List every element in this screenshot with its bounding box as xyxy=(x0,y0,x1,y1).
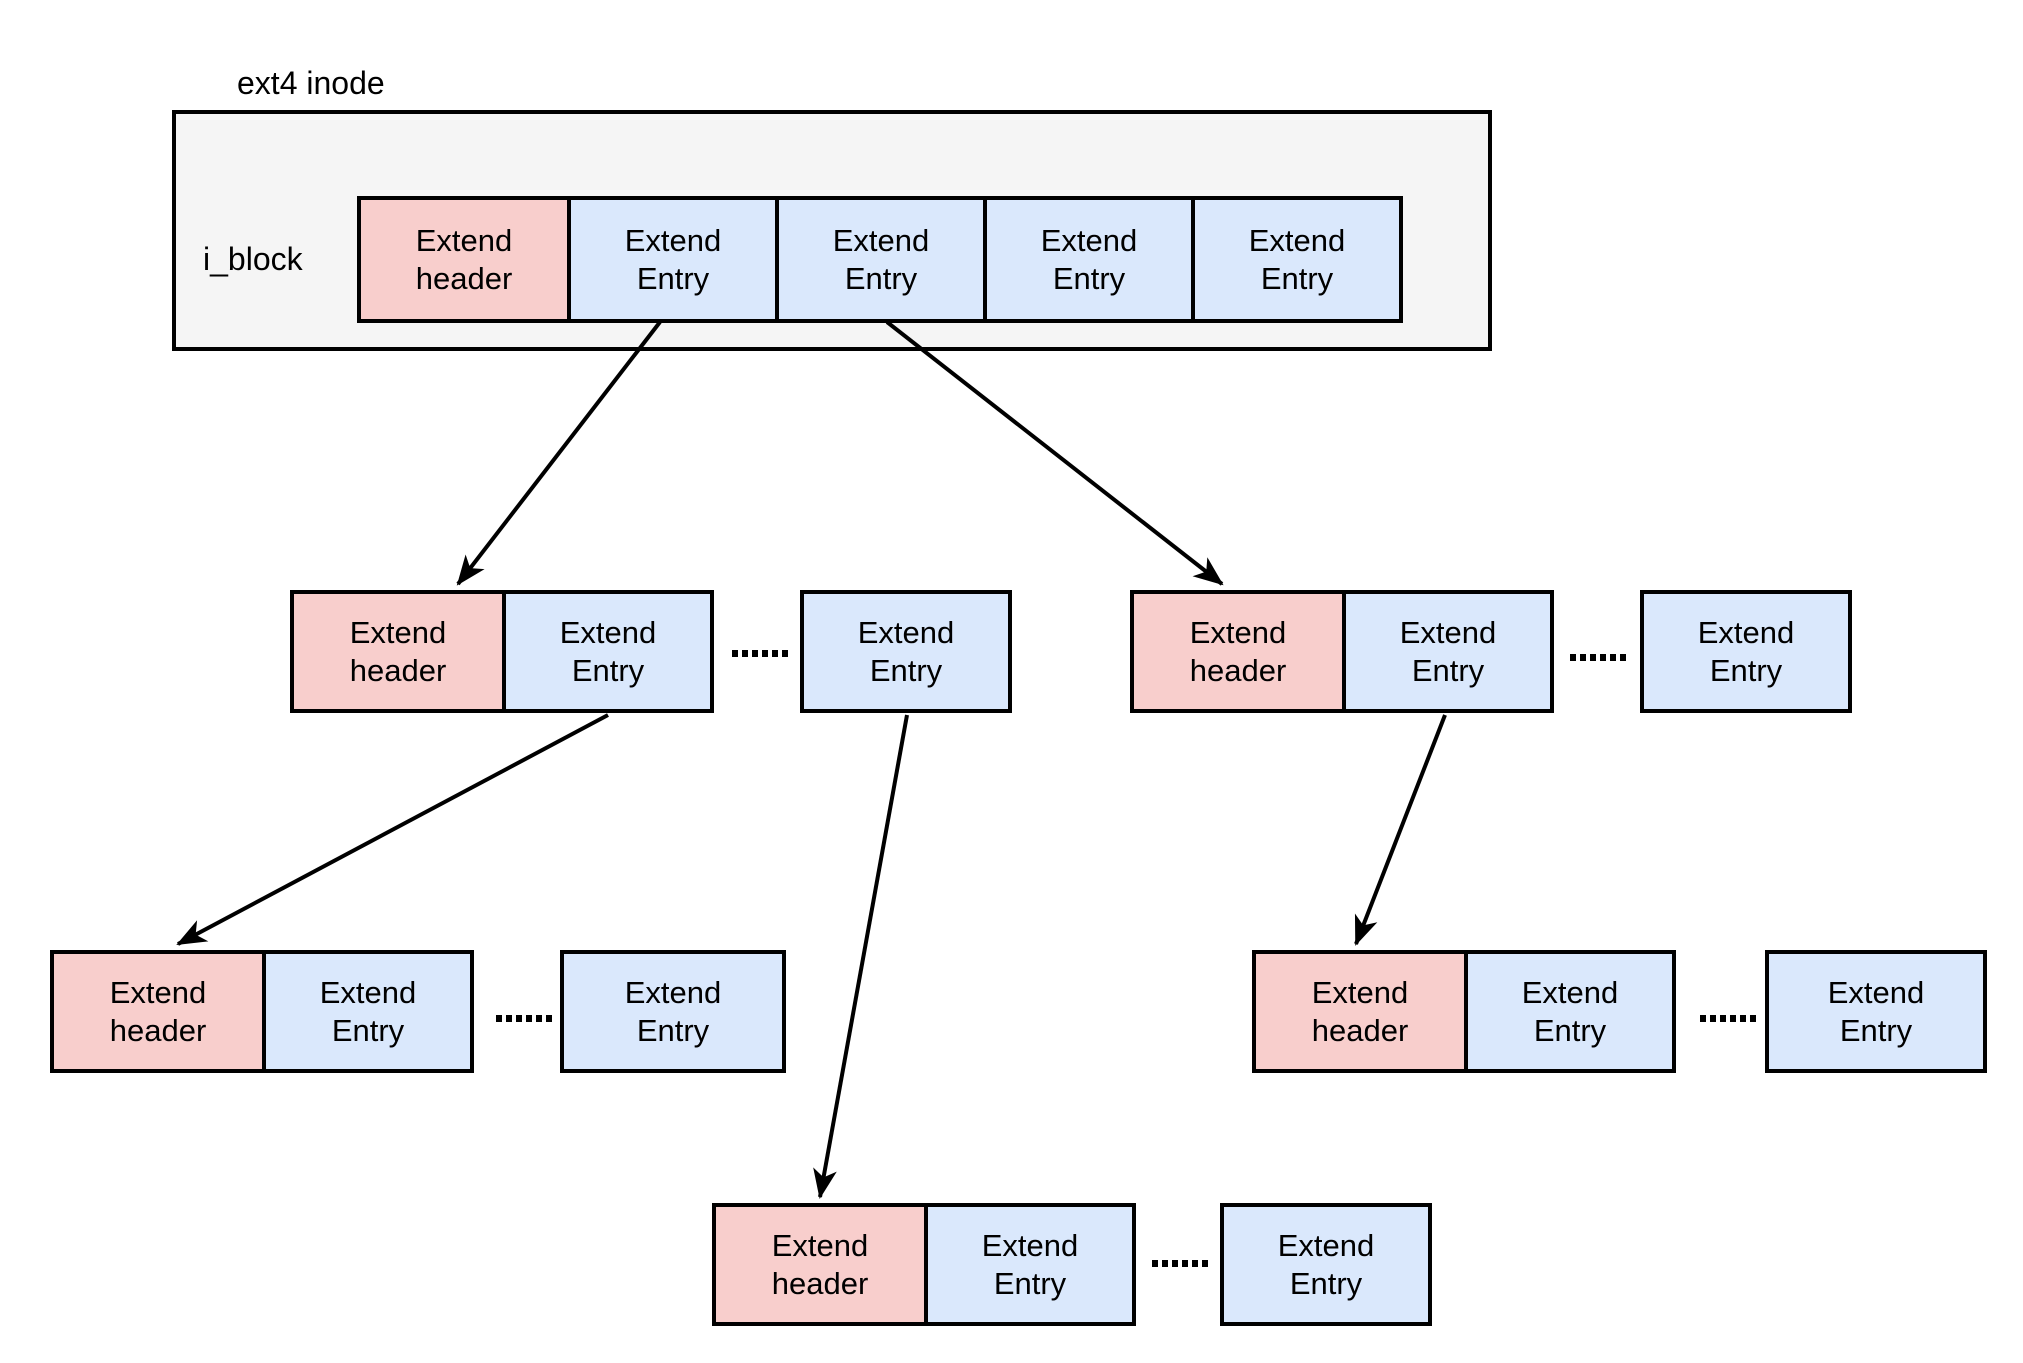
extent-entry-cell: Extend Entry xyxy=(924,1207,1132,1322)
extent-header-cell: Extend header xyxy=(716,1207,924,1322)
leaf-node-center-extra-entry: Extend Entry xyxy=(1220,1203,1432,1326)
cell-label: Extend Entry xyxy=(1248,222,1346,296)
extent-header-cell: Extend header xyxy=(54,954,262,1069)
cell-label: Extend Entry xyxy=(857,614,955,688)
arrow-inode-entry2-to-index-right xyxy=(885,320,1224,586)
arrow-index-right-to-leaf-right xyxy=(1354,714,1447,946)
extent-header-cell: Extend header xyxy=(361,200,567,319)
cell-label: Extend Entry xyxy=(832,222,930,296)
index-node-right: Extend header Extend Entry xyxy=(1130,590,1554,713)
extent-entry-cell-3: Extend Entry xyxy=(983,200,1191,319)
arrow-index-left-extra-to-leaf-center xyxy=(813,714,909,1199)
extent-entry-cell: Extend Entry xyxy=(262,954,470,1069)
cell-label: Extend Entry xyxy=(624,974,722,1048)
cell-label: Extend header xyxy=(349,614,447,688)
extent-entry-cell: Extend Entry xyxy=(1464,954,1672,1069)
arrow-inode-entry1-to-index-left xyxy=(456,320,662,586)
extent-entry-cell-4: Extend Entry xyxy=(1191,200,1399,319)
cell-label: Extend Entry xyxy=(624,222,722,296)
leaf-node-right: Extend header Extend Entry xyxy=(1252,950,1676,1073)
cell-label: Extend Entry xyxy=(1040,222,1138,296)
extent-header-cell: Extend header xyxy=(1134,594,1342,709)
leaf-node-center: Extend header Extend Entry xyxy=(712,1203,1136,1326)
ellipsis-dots xyxy=(1152,1260,1210,1267)
cell-label: Extend header xyxy=(1189,614,1287,688)
leaf-node-right-extra-entry: Extend Entry xyxy=(1765,950,1987,1073)
ellipsis-dots xyxy=(732,650,790,657)
cell-label: Extend Entry xyxy=(1277,1227,1375,1301)
cell-label: Extend Entry xyxy=(559,614,657,688)
index-node-right-extra-entry: Extend Entry xyxy=(1640,590,1852,713)
extent-header-cell: Extend header xyxy=(1256,954,1464,1069)
ellipsis-dots xyxy=(1700,1015,1758,1022)
cell-label: Extend header xyxy=(771,1227,869,1301)
inode-extent-row: Extend header Extend Entry Extend Entry … xyxy=(357,196,1403,323)
cell-label: Extend Entry xyxy=(981,1227,1079,1301)
cell-label: Extend header xyxy=(415,222,513,296)
extent-entry-cell: Extend Entry xyxy=(1342,594,1550,709)
leaf-node-left: Extend header Extend Entry xyxy=(50,950,474,1073)
cell-label: Extend Entry xyxy=(1827,974,1925,1048)
cell-label: Extend header xyxy=(1311,974,1409,1048)
cell-label: Extend Entry xyxy=(1697,614,1795,688)
extent-entry-cell-1: Extend Entry xyxy=(567,200,775,319)
iblock-label: i_block xyxy=(203,241,303,277)
arrow-index-left-to-leaf-left xyxy=(176,713,609,946)
extent-header-cell: Extend header xyxy=(294,594,502,709)
cell-label: Extend Entry xyxy=(1521,974,1619,1048)
inode-title: ext4 inode xyxy=(237,65,385,101)
index-node-left-extra-entry: Extend Entry xyxy=(800,590,1012,713)
ellipsis-dots xyxy=(496,1015,554,1022)
extent-entry-cell: Extend Entry xyxy=(502,594,710,709)
index-node-left: Extend header Extend Entry xyxy=(290,590,714,713)
cell-label: Extend Entry xyxy=(1399,614,1497,688)
ellipsis-dots xyxy=(1570,654,1628,661)
extent-entry-cell-2: Extend Entry xyxy=(775,200,983,319)
leaf-node-left-extra-entry: Extend Entry xyxy=(560,950,786,1073)
cell-label: Extend header xyxy=(109,974,207,1048)
cell-label: Extend Entry xyxy=(319,974,417,1048)
